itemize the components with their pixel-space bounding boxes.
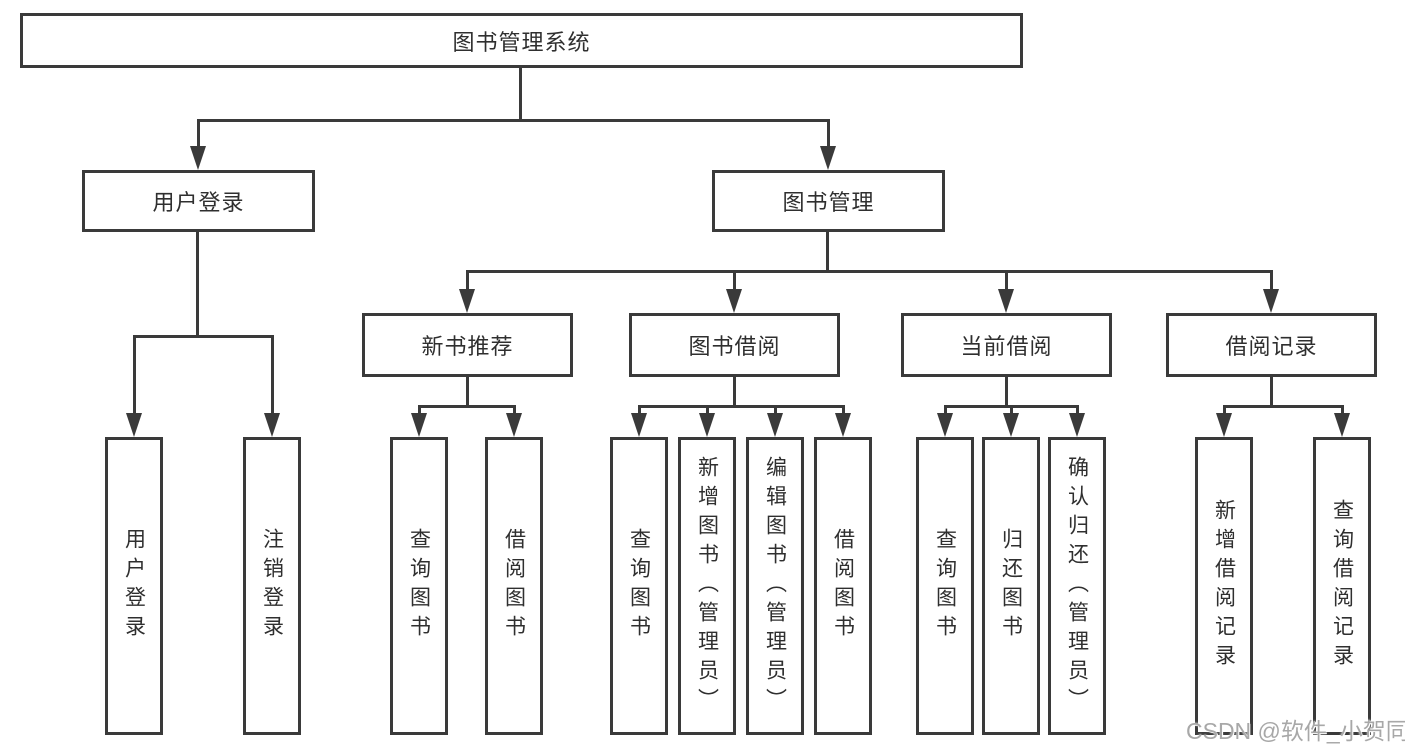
node-label: 新书推荐 (421, 334, 514, 359)
arrow-down-icon (459, 289, 475, 313)
arrow-down-icon (506, 413, 522, 437)
leaf-logout-login: 注销登录 (243, 437, 301, 735)
leaf-label: 查询借阅记录 (1330, 499, 1354, 673)
leaf-label: 注销登录 (260, 528, 284, 644)
node-root: 图书管理系统 (20, 13, 1023, 68)
connector-line (519, 66, 522, 122)
leaf-borrow-books: 借阅图书 (814, 437, 872, 735)
leaf-label: 新增图书（管理员） (695, 455, 719, 717)
connector-line (1005, 270, 1008, 293)
arrow-down-icon (1263, 289, 1279, 313)
arrow-down-icon (937, 413, 953, 437)
connector-line (466, 270, 469, 293)
leaf-label: 查询图书 (627, 528, 651, 644)
node-label: 图书借阅 (688, 334, 781, 359)
connector-line (1270, 375, 1273, 408)
node-book-borrowing: 图书借阅 (629, 313, 840, 377)
leaf-label: 确认归还（管理员） (1065, 455, 1089, 717)
leaf-query-books-recommend: 查询图书 (390, 437, 448, 735)
connector-line (1005, 375, 1008, 408)
arrow-down-icon (411, 413, 427, 437)
arrow-down-icon (998, 289, 1014, 313)
leaf-return-books: 归还图书 (982, 437, 1040, 735)
leaf-add-books-admin: 新增图书（管理员） (678, 437, 736, 735)
arrow-down-icon (767, 413, 783, 437)
connector-line (418, 405, 421, 417)
connector-line (197, 120, 200, 148)
connector-line (638, 405, 844, 408)
arrow-down-icon (1069, 413, 1085, 437)
leaf-edit-books-admin: 编辑图书（管理员） (746, 437, 804, 735)
node-root-label: 图书管理系统 (452, 29, 591, 55)
arrow-down-icon (264, 413, 280, 437)
leaf-user-login: 用户登录 (105, 437, 163, 735)
connector-line (418, 405, 515, 408)
connector-line (1223, 405, 1343, 408)
connector-line (1223, 405, 1226, 417)
connector-line (1076, 405, 1079, 417)
arrow-down-icon (1003, 413, 1019, 437)
node-current-borrowing: 当前借阅 (901, 313, 1112, 377)
node-label: 用户登录 (152, 190, 245, 215)
arrow-down-icon (631, 413, 647, 437)
arrow-down-icon (835, 413, 851, 437)
leaf-add-borrow-record: 新增借阅记录 (1195, 437, 1253, 735)
leaf-query-books-borrowing: 查询图书 (610, 437, 668, 735)
node-borrow-records: 借阅记录 (1166, 313, 1377, 377)
leaf-label: 用户登录 (122, 528, 146, 644)
arrow-down-icon (726, 289, 742, 313)
node-book-management: 图书管理 (712, 170, 945, 232)
leaf-label: 查询图书 (407, 528, 431, 644)
connector-line (733, 375, 736, 408)
leaf-label: 归还图书 (999, 528, 1023, 644)
arrow-down-icon (699, 413, 715, 437)
csdn-watermark: CSDN @软件_小贺同学 (1186, 718, 1405, 744)
connector-line (271, 335, 274, 417)
connector-line (1341, 405, 1344, 417)
node-label: 图书管理 (782, 190, 875, 215)
node-label: 借阅记录 (1225, 334, 1318, 359)
connector-line (774, 405, 777, 417)
leaf-query-books-current: 查询图书 (916, 437, 974, 735)
leaf-label: 编辑图书（管理员） (763, 455, 787, 717)
connector-line (513, 405, 516, 417)
leaf-query-borrow-record: 查询借阅记录 (1313, 437, 1371, 735)
leaf-label: 借阅图书 (831, 528, 855, 644)
connector-line (826, 230, 829, 273)
connector-line (133, 335, 274, 338)
node-new-book-recommend: 新书推荐 (362, 313, 573, 377)
arrow-down-icon (126, 413, 142, 437)
arrow-down-icon (190, 146, 206, 170)
connector-line (1010, 405, 1013, 417)
connector-line (706, 405, 709, 417)
leaf-label: 新增借阅记录 (1212, 499, 1236, 673)
connector-line (196, 230, 199, 338)
connector-line (466, 375, 469, 408)
connector-line (842, 405, 845, 417)
arrow-down-icon (1216, 413, 1232, 437)
leaf-borrow-books-recommend: 借阅图书 (485, 437, 543, 735)
connector-line (1270, 270, 1273, 293)
connector-line (827, 120, 830, 148)
node-label: 当前借阅 (960, 334, 1053, 359)
connector-line (733, 270, 736, 293)
connector-line (133, 335, 136, 417)
connector-line (466, 270, 1272, 273)
leaf-label: 查询图书 (933, 528, 957, 644)
arrow-down-icon (820, 146, 836, 170)
connector-line (197, 119, 830, 122)
arrow-down-icon (1334, 413, 1350, 437)
connector-line (638, 405, 641, 417)
node-user-login: 用户登录 (82, 170, 315, 232)
connector-line (944, 405, 947, 417)
leaf-label: 借阅图书 (502, 528, 526, 644)
leaf-confirm-return-admin: 确认归还（管理员） (1048, 437, 1106, 735)
